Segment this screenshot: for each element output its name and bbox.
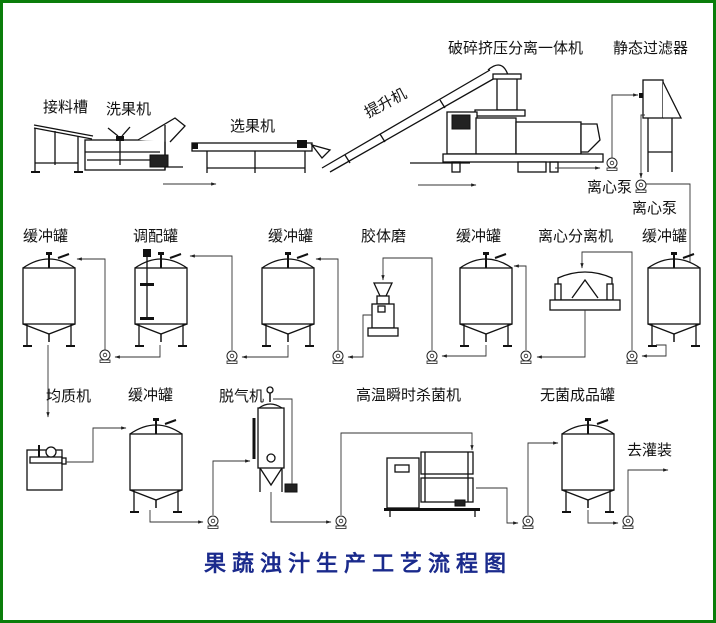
label-blending-tank: 调配罐: [133, 227, 178, 245]
label-static-filter: 静态过滤器: [613, 39, 688, 57]
colloid-mill: [367, 282, 399, 337]
buffer-tank-1: [22, 251, 76, 347]
row3-pipes: [66, 426, 669, 525]
label-homogenizer: 均质机: [46, 387, 91, 405]
pump-r2-3: [332, 350, 344, 364]
deaerator: [252, 386, 298, 493]
label-to-filling: 去灌装: [627, 441, 672, 459]
label-crusher-press-separator: 破碎挤压分离一体机: [448, 39, 583, 57]
elevator: [321, 64, 509, 173]
pump-r2-5: [520, 350, 532, 364]
centrifugal-pump-1: [606, 157, 618, 171]
pump-r3-1: [207, 515, 219, 529]
label-buffer-tank-4: 缓冲罐: [642, 227, 687, 245]
label-buffer-tank-1: 缓冲罐: [23, 227, 68, 245]
sorting-machine: [191, 140, 332, 173]
homogenizer: [26, 445, 67, 491]
pump-r3-3: [522, 515, 534, 529]
pump-r2-6: [626, 350, 638, 364]
buffer-tank-5: [129, 417, 183, 513]
centrifugal-pump-2: [635, 179, 647, 193]
label-elevator: 提升机: [361, 85, 409, 122]
receiving-trough: [31, 124, 94, 173]
pump-r3-2: [335, 515, 347, 529]
static-filter: [639, 79, 683, 172]
label-fruit-washer: 洗果机: [106, 100, 151, 118]
label-sorting-machine: 选果机: [230, 117, 275, 135]
label-centrifugal-separator: 离心分离机: [538, 227, 613, 245]
buffer-tank-3: [459, 251, 513, 347]
label-colloid-mill: 胶体磨: [361, 227, 406, 245]
label-deaerator: 脱气机: [219, 387, 264, 405]
fruit-washer: [84, 117, 186, 171]
pump-r2-4: [426, 350, 438, 364]
diagram-title: 果蔬浊汁生产工艺流程图: [204, 551, 512, 577]
label-aseptic-product-tank: 无菌成品罐: [540, 386, 615, 404]
blending-tank: [134, 249, 188, 347]
pump-r3-4: [622, 515, 634, 529]
crusher-press-separator: [442, 73, 604, 173]
centrifugal-separator: [549, 271, 621, 311]
label-buffer-tank-5: 缓冲罐: [128, 386, 173, 404]
aseptic-product-tank: [561, 417, 615, 513]
label-centrifugal-pump-1: 离心泵: [587, 178, 632, 196]
label-uht-sterilizer: 高温瞬时杀菌机: [356, 386, 461, 404]
row2-pipes: [46, 251, 667, 418]
pump-r2-2: [226, 350, 238, 364]
label-buffer-tank-2: 缓冲罐: [268, 227, 313, 245]
buffer-tank-2: [261, 251, 315, 347]
label-receiving-trough: 接料槽: [43, 98, 88, 116]
label-centrifugal-pump-2: 离心泵: [632, 199, 677, 217]
pump-r2-1: [99, 349, 111, 363]
uht-sterilizer: [384, 451, 480, 517]
label-buffer-tank-3: 缓冲罐: [456, 227, 501, 245]
buffer-tank-4: [647, 251, 701, 347]
